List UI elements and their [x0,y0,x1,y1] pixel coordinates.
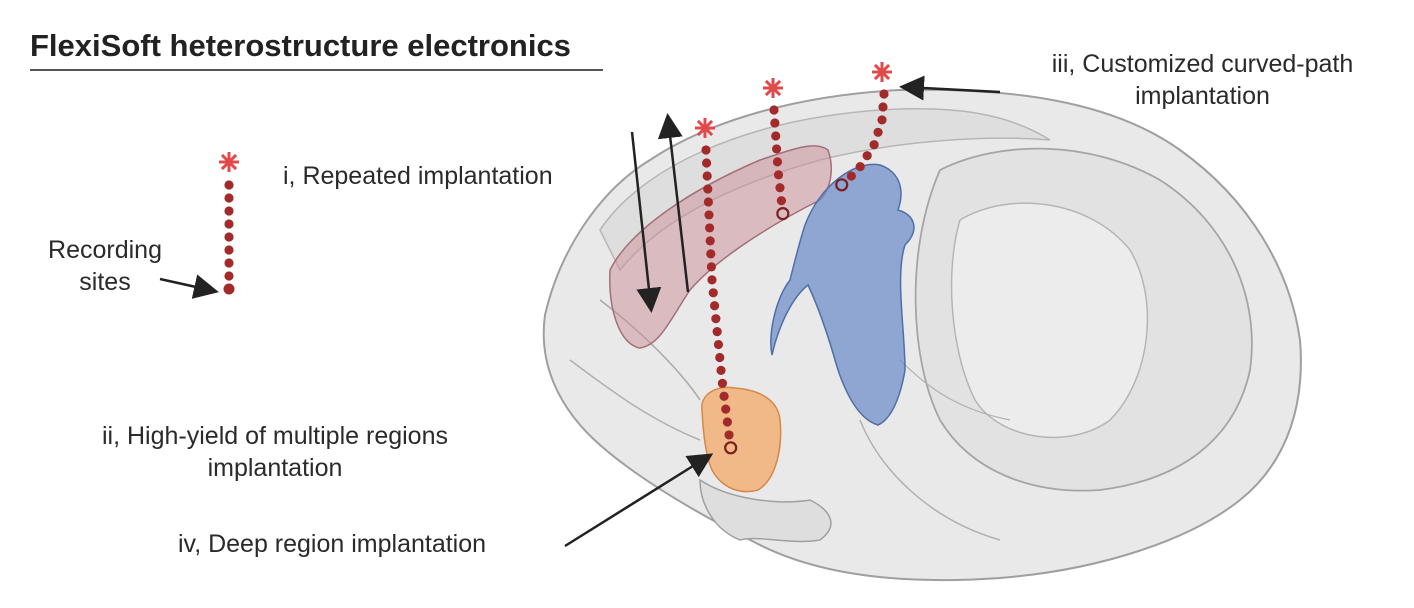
inner-contour-3 [859,419,1001,541]
label-deep-region: iv, Deep region implantation [178,530,487,558]
electrode-middle [763,78,790,221]
recording-site-dot [773,170,784,180]
recording-site-dot [724,430,734,440]
recording-site-dot [879,89,889,99]
recording-site-dot [776,196,787,206]
recording-site-dot [862,151,872,161]
recording-site-dot [877,115,887,125]
recording-site-dot [702,171,712,181]
label-recording-line2: sites [79,268,131,296]
recording-site-dot [224,258,234,268]
recording-site-dot [701,145,711,155]
title-underline [30,69,603,71]
recording-site-dot [224,232,234,242]
recording-site-dot [713,339,724,350]
recording-site-dot [224,245,234,255]
electrode-tip-star [696,119,714,137]
inner-contour-4 [899,359,1011,421]
recording-site-dot [770,118,780,128]
recording-site-dot [855,162,865,172]
label-high-yield-line1: ii, High-yield of multiple regions [102,422,448,450]
inner-lobe-shape [950,202,1149,439]
recording-site-dot [717,378,728,388]
label-curved-line1: iii, Customized curved-path [1051,50,1354,78]
recording-site-dot [223,283,235,295]
electrode-curved [835,62,892,192]
recording-site-dot [724,441,738,455]
recording-site-dot [705,236,715,246]
label-high-yield: ii, High-yield of multiple regions impla… [50,420,500,484]
recording-site-dot [775,183,785,193]
arrow-down-repeated [630,131,662,313]
arrows [159,75,1001,548]
label-recording-line1: Recording [48,236,162,264]
recording-site-dot [224,206,234,216]
recording-site-dot [712,327,722,337]
inner-contour-2 [569,359,701,441]
recording-site-dot [869,140,879,150]
label-recording-sites: Recording sites [30,234,180,298]
recording-site-dot [706,249,716,259]
blue-region [770,163,915,426]
arrow-recording-sites [159,274,219,299]
electrode-tip-star [873,63,891,81]
label-repeated-implantation: i, Repeated implantation [283,162,553,190]
label-curved-line2: implantation [1135,82,1270,110]
recording-site-dot [771,144,782,154]
recording-site-dot [224,180,234,190]
recording-site-dot [224,219,234,229]
recording-site-dot [703,184,713,194]
electrode-legend [219,152,239,295]
recording-site-dot [721,404,731,414]
recording-site-dot [835,178,849,192]
arrow-curved-path [899,75,1001,101]
recording-site-dot [708,288,718,298]
brainstem-shape [699,478,832,543]
recording-site-dot [703,197,713,207]
recording-site-dot [224,271,234,281]
recording-site-dot [769,105,779,115]
recording-site-dot [878,102,888,112]
recording-site-dot [772,157,783,167]
recording-site-dot [846,171,856,181]
electrode-tip-star [220,153,238,171]
recording-site-dot [709,301,720,311]
recording-site-dot [776,206,790,221]
recording-site-dot [715,352,725,363]
recording-site-dot [707,275,717,285]
arrow-deep-region [564,453,714,548]
label-curved-path: iii, Customized curved-path implantation [1005,48,1400,112]
recording-site-dot [706,262,716,272]
recording-site-dot [701,158,712,168]
recording-site-dot [711,314,721,324]
recording-site-dot [224,193,234,203]
electrode-tip-star [764,79,782,97]
electrode-repeated [695,118,738,455]
recording-site-dot [771,131,781,141]
recording-site-dot [719,391,729,401]
arrow-up-repeated [657,113,690,293]
label-high-yield-line2: implantation [207,454,343,482]
recording-site-dot [716,365,726,376]
figure-title: FlexiSoft heterostructure electronics [30,28,571,63]
recording-site-dot [704,223,715,233]
recording-site-dot [873,127,883,137]
recording-site-dot [722,417,732,427]
recording-site-dot [704,210,714,220]
